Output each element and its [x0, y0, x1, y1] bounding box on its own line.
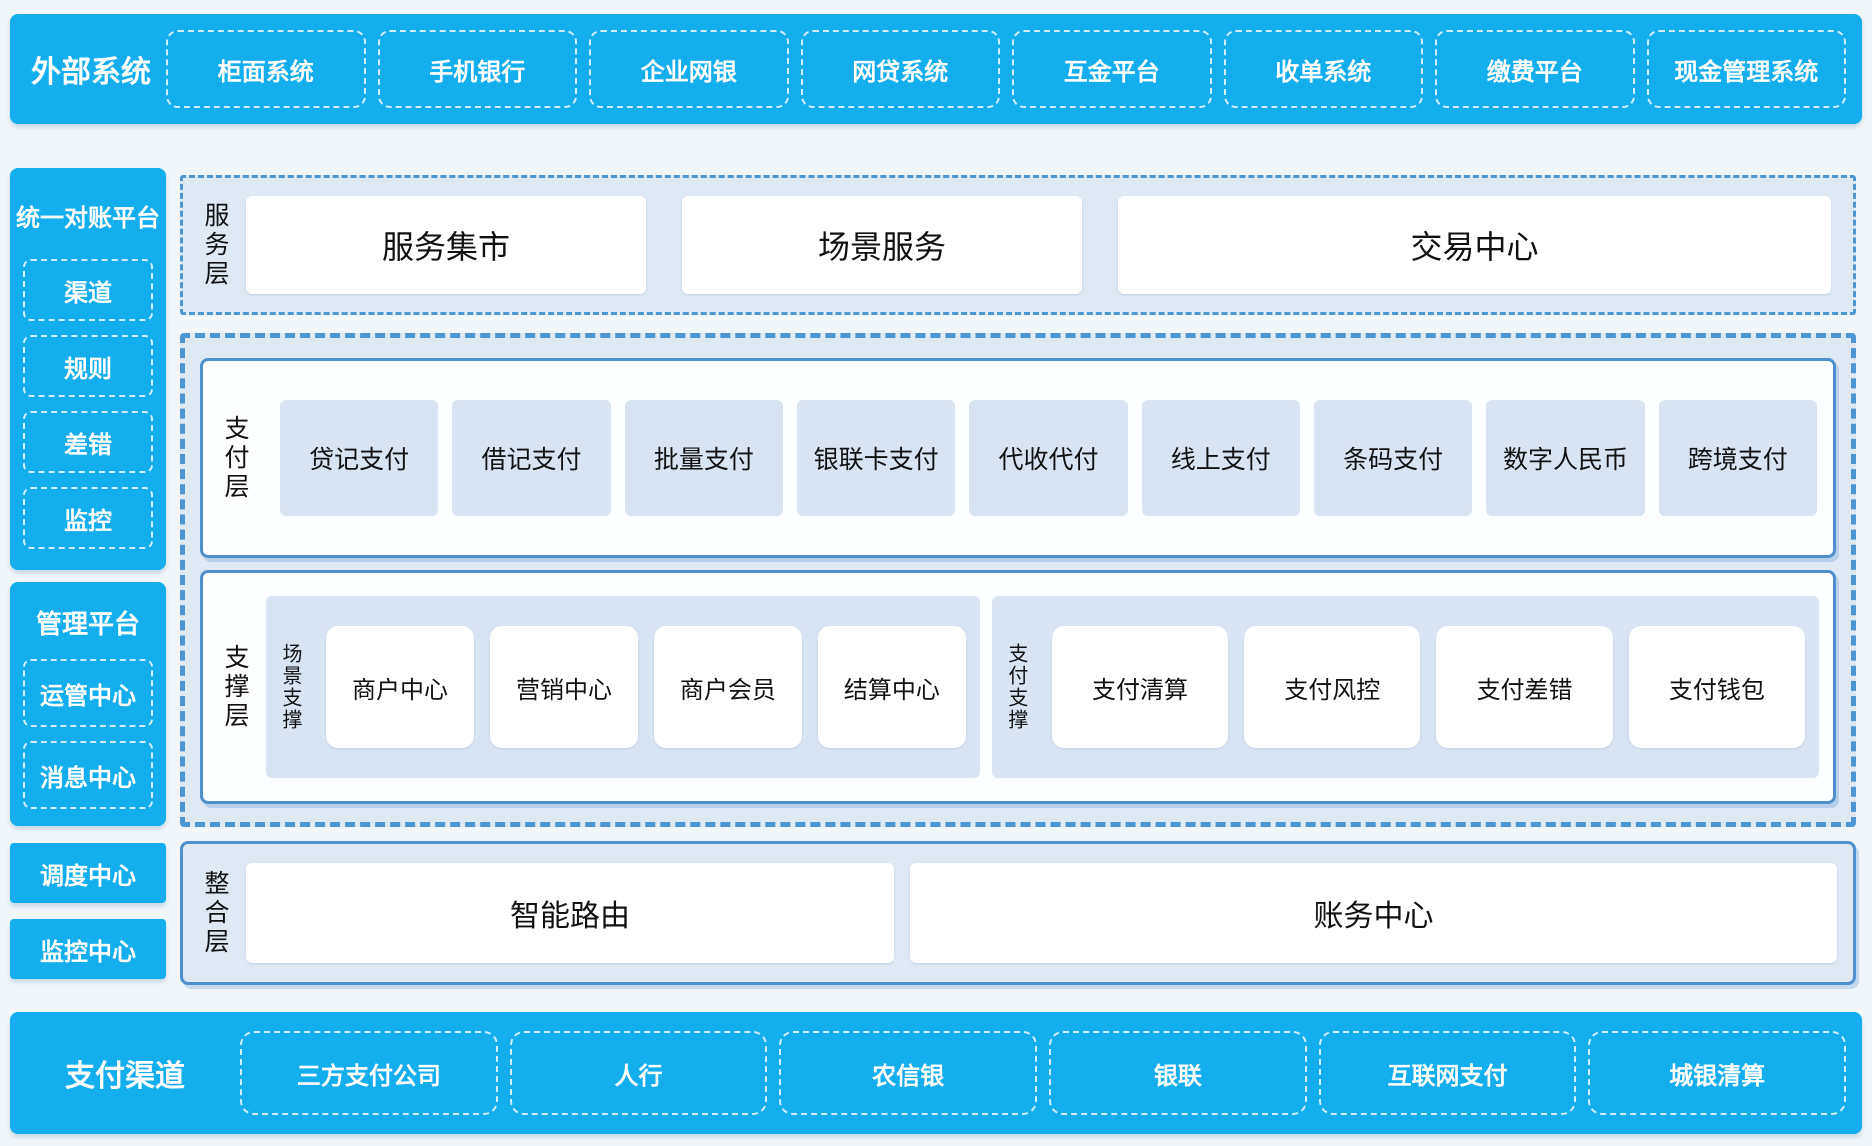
payment-channel-item: 银联 [1049, 1031, 1307, 1115]
external-system-item: 网贷系统 [800, 30, 1000, 108]
service-layer: 服务层 服务集市 场景服务 交易中心 [180, 175, 1856, 315]
support-card: 商户会员 [653, 626, 802, 748]
management-platform-title: 管理平台 [35, 609, 140, 639]
payment-channel-item: 城银清算 [1588, 1031, 1847, 1115]
payment-channel-item: 农信银 [779, 1031, 1038, 1115]
payment-item: 数字人民币 [1486, 400, 1645, 516]
reconcile-platform-block: 统一对账平台 渠道 规则 差错 监控 [10, 168, 166, 570]
service-item: 服务集市 [246, 196, 646, 294]
support-card: 结算中心 [817, 626, 966, 748]
service-layer-label: 服务层 [201, 201, 229, 289]
reconcile-platform-title: 统一对账平台 [16, 205, 160, 232]
payment-item: 条码支付 [1313, 400, 1473, 516]
external-system-item: 收单系统 [1223, 30, 1423, 108]
payment-layer-label: 支付层 [221, 414, 249, 502]
reconcile-item: 监控 [23, 487, 153, 549]
payment-layer: 支付层 贷记支付 借记支付 批量支付 银联卡支付 代收代付 线上支付 条码支付 … [200, 358, 1836, 558]
integration-item: 账务中心 [910, 863, 1837, 963]
external-systems-bar: 外部系统 柜面系统 手机银行 企业网银 网贷系统 互金平台 收单系统 缴费平台 … [10, 14, 1862, 124]
payment-channels-title: 支付渠道 [65, 1060, 185, 1093]
support-card: 支付差错 [1436, 626, 1613, 748]
external-systems-title: 外部系统 [31, 56, 151, 89]
management-platform-block: 管理平台 运管中心 消息中心 [10, 582, 166, 826]
integration-layer: 整合层 智能路由 账务中心 [180, 841, 1856, 985]
service-item: 交易中心 [1118, 196, 1831, 294]
management-item: 消息中心 [23, 741, 153, 809]
management-item: 运管中心 [23, 659, 153, 727]
external-system-item: 柜面系统 [166, 30, 366, 108]
payment-channel-item: 人行 [509, 1031, 768, 1115]
management-platform-items: 运管中心 消息中心 [10, 659, 166, 809]
middle-dashed-container: 支付层 贷记支付 借记支付 批量支付 银联卡支付 代收代付 线上支付 条码支付 … [180, 333, 1856, 827]
external-system-item: 现金管理系统 [1646, 30, 1846, 108]
integration-item: 智能路由 [246, 863, 894, 963]
support-group-scene: 场景支撑 商户中心 营销中心 商户会员 结算中心 [266, 596, 980, 778]
payment-item: 贷记支付 [280, 400, 439, 516]
integration-layer-label: 整合层 [201, 869, 229, 957]
payment-item: 代收代付 [969, 400, 1128, 516]
support-group-label: 场景支撑 [279, 643, 301, 731]
payment-channels-bar: 支付渠道 三方支付公司 人行 农信银 银联 互联网支付 城银清算 [10, 1012, 1862, 1134]
support-card: 支付风控 [1244, 626, 1421, 748]
support-layer: 支撑层 场景支撑 商户中心 营销中心 商户会员 结算中心 支付支撑 支付清算 支… [200, 570, 1836, 804]
payment-channels-items: 三方支付公司 人行 农信银 银联 互联网支付 城银清算 [240, 1031, 1862, 1115]
support-group-payment: 支付支撑 支付清算 支付风控 支付差错 支付钱包 [991, 596, 1819, 778]
payment-item: 跨境支付 [1658, 400, 1817, 516]
support-card: 商户中心 [326, 626, 474, 748]
external-system-item: 互金平台 [1012, 30, 1212, 108]
support-layer-label: 支撑层 [221, 643, 249, 731]
monitor-center-block: 监控中心 [10, 919, 166, 979]
support-group-label: 支付支撑 [1004, 643, 1027, 731]
payment-channel-item: 互联网支付 [1318, 1031, 1577, 1115]
reconcile-platform-items: 渠道 规则 差错 监控 [10, 259, 166, 549]
reconcile-item: 渠道 [23, 259, 153, 321]
payment-item: 批量支付 [624, 400, 783, 516]
external-system-item: 企业网银 [589, 30, 789, 108]
service-item: 场景服务 [682, 196, 1082, 294]
payment-item: 线上支付 [1141, 400, 1300, 516]
payment-item: 银联卡支付 [796, 400, 956, 516]
payment-item: 借记支付 [452, 400, 611, 516]
external-system-item: 手机银行 [377, 30, 577, 108]
reconcile-item: 差错 [23, 411, 153, 473]
external-systems-items: 柜面系统 手机银行 企业网银 网贷系统 互金平台 收单系统 缴费平台 现金管理系… [166, 30, 1862, 108]
external-system-item: 缴费平台 [1435, 30, 1635, 108]
reconcile-item: 规则 [23, 335, 153, 397]
dispatch-center-block: 调度中心 [10, 843, 166, 903]
support-card: 支付清算 [1051, 626, 1229, 748]
support-card: 营销中心 [489, 626, 638, 748]
support-card: 支付钱包 [1628, 626, 1805, 748]
payment-channel-item: 三方支付公司 [240, 1031, 498, 1115]
